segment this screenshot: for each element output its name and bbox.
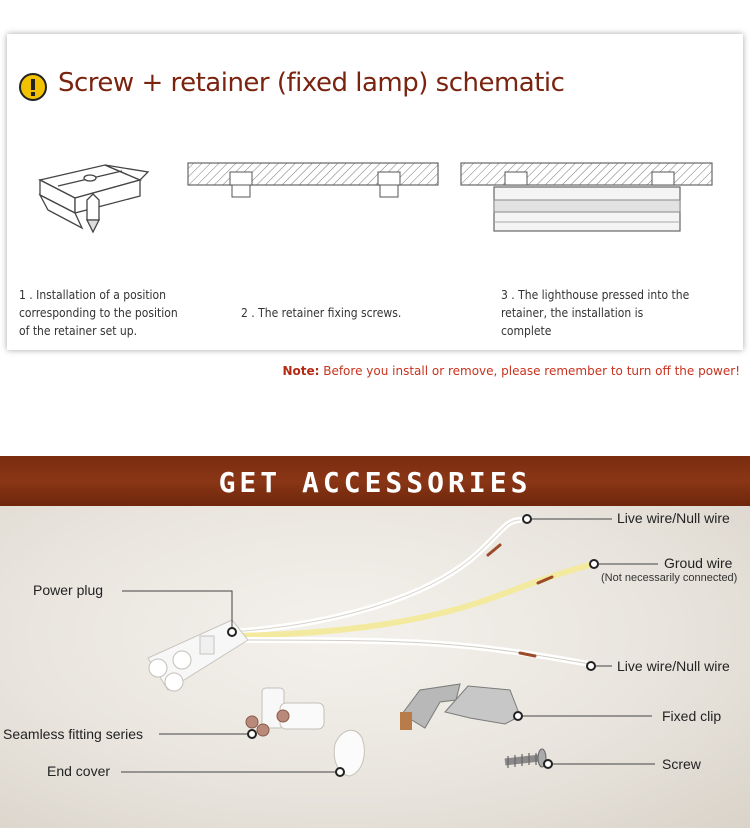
label-live-wire-bottom: Live wire/Null wire bbox=[617, 658, 730, 674]
schematic-title: Screw + retainer (fixed lamp) schematic bbox=[58, 68, 565, 98]
label-power-plug: Power plug bbox=[33, 582, 104, 598]
leader-dots bbox=[227, 514, 599, 777]
step-3-text: 3 . The lighthouse pressed into the reta… bbox=[501, 288, 690, 338]
power-note: Note: Before you install or remove, plea… bbox=[282, 364, 740, 378]
fixed-clip-drawing bbox=[400, 683, 521, 730]
step-1-text: 1 . Installation of a position correspon… bbox=[19, 288, 178, 338]
accessories-banner bbox=[0, 456, 750, 506]
label-end-cover: End cover bbox=[47, 763, 111, 779]
leader-lines bbox=[121, 518, 658, 773]
step-2-text: 2 . The retainer fixing screws. bbox=[241, 306, 402, 320]
label-ground-note: (Not necessarily connected) bbox=[601, 572, 738, 584]
fittings-drawing bbox=[245, 687, 325, 737]
end-cover-drawing bbox=[333, 729, 365, 777]
accessories-photo bbox=[0, 506, 750, 828]
label-ground-wire: Groud wire bbox=[664, 555, 733, 571]
accessories-heading: GET ACCESSORIES bbox=[218, 466, 532, 499]
retainer-drawing bbox=[38, 164, 150, 234]
ceiling-drawing-2 bbox=[187, 162, 439, 198]
ceiling-drawing-3 bbox=[460, 162, 713, 232]
note-text: Before you install or remove, please rem… bbox=[319, 364, 740, 378]
screw-drawing bbox=[504, 748, 547, 768]
power-plug-drawing bbox=[147, 619, 249, 692]
label-seamless-fitting: Seamless fitting series bbox=[3, 726, 144, 742]
label-screw: Screw bbox=[662, 756, 701, 772]
warning-icon bbox=[19, 73, 47, 101]
label-fixed-clip: Fixed clip bbox=[662, 708, 722, 724]
wires bbox=[229, 517, 593, 667]
note-label: Note: bbox=[282, 364, 320, 378]
label-live-wire-top: Live wire/Null wire bbox=[617, 510, 730, 526]
